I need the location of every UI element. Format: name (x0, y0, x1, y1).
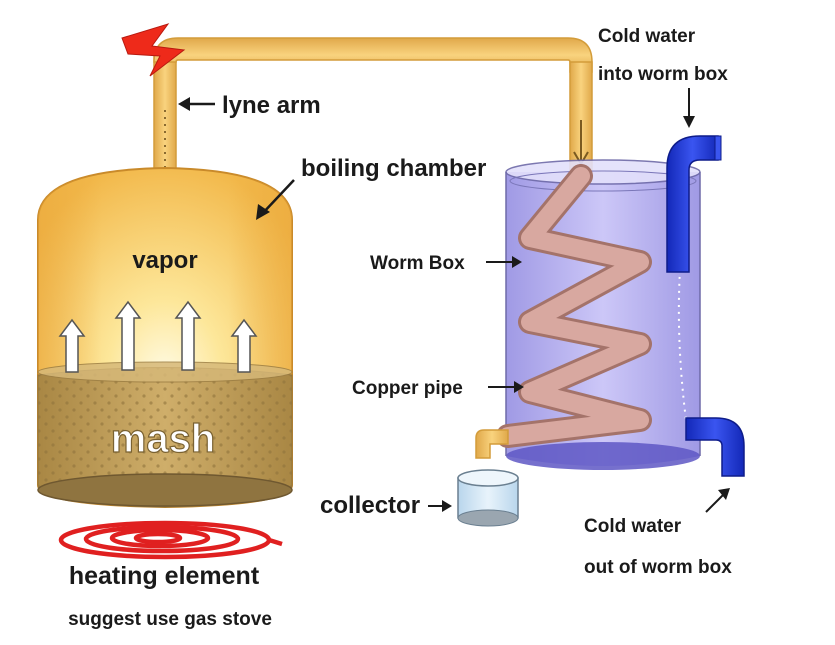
collector-callout: collector (320, 492, 452, 519)
cold-water-in-callout: Cold water into worm box (598, 26, 728, 128)
mash-label: mash (111, 417, 216, 461)
cold-water-inlet-pipe (666, 135, 722, 273)
outlet-spout (475, 429, 509, 459)
label-arrow-icon (705, 488, 730, 513)
label-arrow-icon (488, 381, 524, 393)
collector-label: collector (320, 492, 420, 519)
label-arrow-icon (256, 179, 295, 220)
lyne-arm-label: lyne arm (222, 92, 321, 119)
cold-in-line2: into worm box (598, 64, 728, 85)
worm-box-callout: Worm Box (370, 253, 522, 274)
lyne-arm-callout: lyne arm (178, 92, 321, 119)
boiling-chamber-callout: boiling chamber (256, 155, 486, 220)
cold-out-line1: Cold water (584, 516, 682, 537)
gas-stove-note: suggest use gas stove (68, 609, 272, 630)
label-arrow-icon (683, 88, 695, 128)
worm-box-tank (475, 159, 701, 470)
vapor-arrow-icon (58, 300, 258, 373)
label-arrow-icon (486, 256, 522, 268)
cold-water-out-callout: Cold water out of worm box (584, 488, 732, 578)
boiling-chamber-label: boiling chamber (301, 155, 486, 182)
boiling-chamber: vapor mash (37, 166, 293, 509)
collector-vessel (457, 469, 519, 527)
spark-icon (121, 23, 186, 77)
lyne-arm-pipe (153, 37, 593, 240)
copper-pipe-callout: Copper pipe (352, 378, 524, 399)
cold-in-line1: Cold water (598, 26, 696, 47)
vapor-label: vapor (132, 247, 197, 274)
cold-water-outlet-pipe (685, 417, 745, 477)
label-arrow-icon (428, 500, 452, 512)
heating-element-label: heating element (69, 562, 260, 590)
copper-pipe-label: Copper pipe (352, 378, 463, 399)
cold-out-line2: out of worm box (584, 557, 732, 578)
worm-box-label: Worm Box (370, 253, 465, 274)
heating-coil-icon (58, 520, 283, 560)
label-arrow-icon (178, 97, 215, 111)
